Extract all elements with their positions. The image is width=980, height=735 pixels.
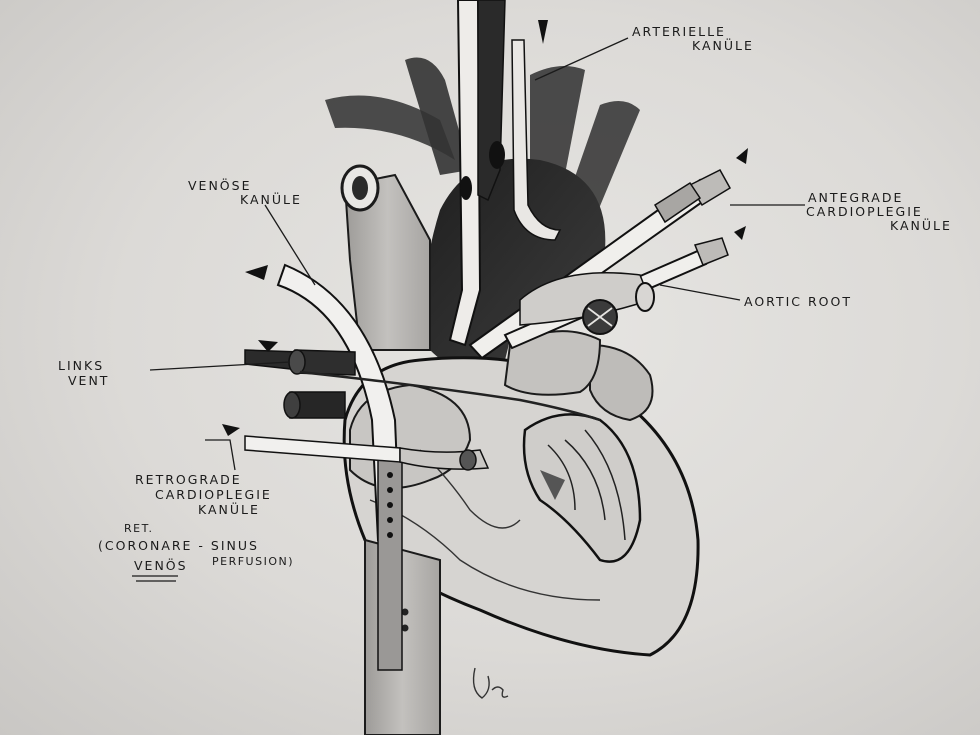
label-venos: Venös [134, 557, 188, 573]
label-arterielle-kanule: Kanüle [692, 37, 754, 53]
links-vent-cannula [244, 340, 601, 422]
aortic-root-arrow-icon [734, 226, 746, 240]
label-venose-kanule: Kanüle [240, 191, 302, 207]
antegrade-flow-arrow-icon [736, 148, 748, 164]
label-ret: Ret. [124, 522, 154, 535]
label-venose: Venöse [188, 177, 251, 193]
label-retrograde-kanule: Kanüle [198, 501, 260, 517]
left-atrial-appendage [589, 343, 654, 422]
label-retrograde: Retrograde [135, 472, 242, 487]
label-retrograde-cardioplegie: Cardioplegie [155, 487, 272, 502]
venous-cannula [245, 263, 403, 671]
arterial-cannula [448, 0, 562, 347]
label-aortic-root: Aortic Root [744, 294, 852, 309]
label-antegrade: Antegrade [808, 190, 903, 205]
label-links-vent: Vent [68, 373, 109, 388]
leader-lines [149, 37, 805, 471]
retrograde-arrow-icon [222, 424, 240, 436]
venos-underline [132, 575, 178, 582]
label-coronare-sinus: (Coronare - Sinus [98, 538, 259, 553]
label-arterielle: Arterielle [632, 24, 726, 39]
pulmonary-trunk [503, 330, 602, 396]
arterial-flow-arrow-icon [538, 20, 548, 44]
label-antegrade-kanule: Kanüle [890, 217, 952, 233]
aortic-root-cannula [503, 226, 746, 350]
venous-flow-arrow-icon [245, 265, 268, 280]
retrograde-cannula [222, 424, 490, 471]
label-links: Links [58, 358, 104, 373]
vent-arrow-icon [258, 340, 278, 352]
superior-vena-cava [340, 164, 431, 351]
label-antegrade-cardioplegie: Cardioplegie [806, 204, 923, 219]
artist-signature [472, 667, 509, 699]
label-perfusion: Perfusion) [212, 555, 294, 568]
